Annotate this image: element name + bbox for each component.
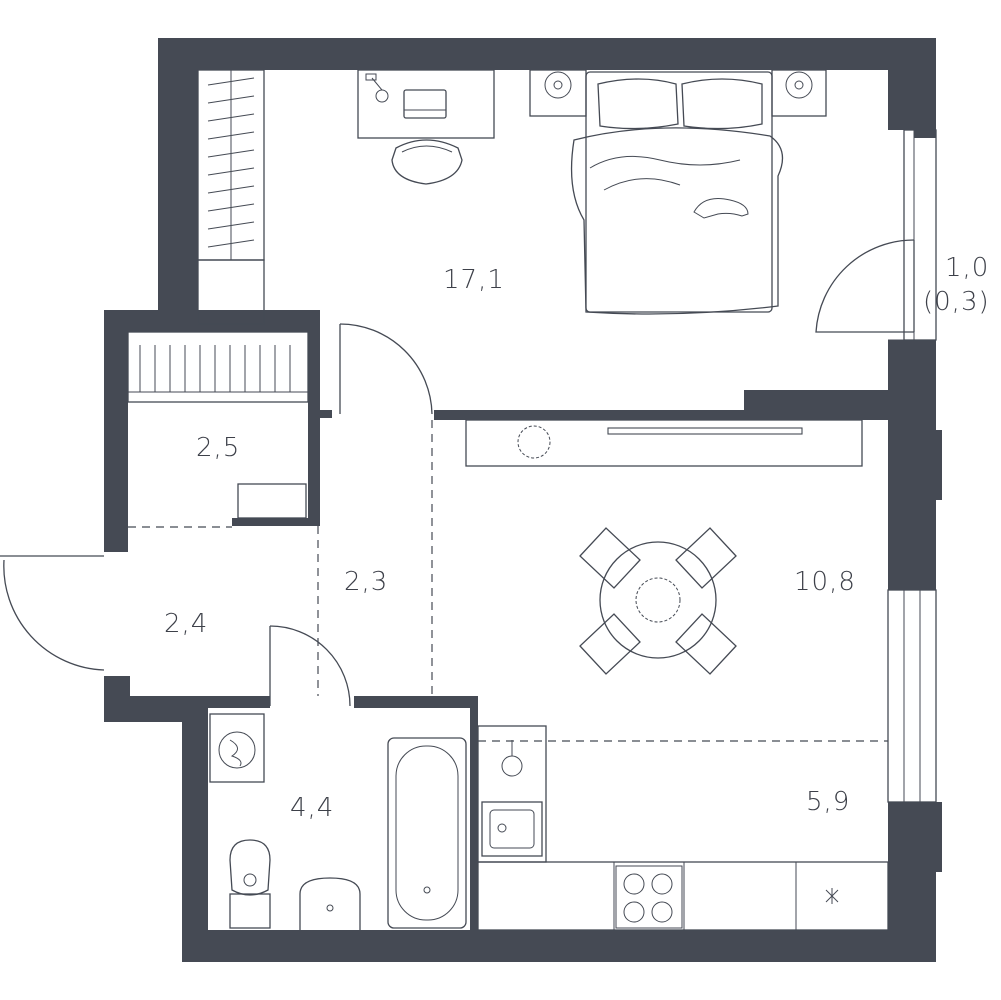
walls xyxy=(104,38,942,962)
plant-icon xyxy=(517,425,551,459)
wall-right-mid xyxy=(888,340,936,590)
wall-bathroom-top-right xyxy=(354,696,478,708)
wall-partition-thick xyxy=(744,390,890,420)
nightstand-icon xyxy=(771,69,827,117)
bedroom-door xyxy=(339,323,433,415)
kitchen-area: 5,9 xyxy=(806,787,850,817)
wardrobe-icon xyxy=(197,69,265,325)
cat-icon xyxy=(693,198,749,219)
tv-icon xyxy=(607,427,803,435)
bathroom-area: 4,4 xyxy=(290,793,334,823)
chair-icon xyxy=(579,613,641,675)
tv-stand xyxy=(465,419,863,467)
entrance-area: 2,4 xyxy=(164,609,208,639)
chair-icon xyxy=(579,527,641,589)
bedroom-area: 17,1 xyxy=(443,265,505,295)
bed-icon xyxy=(570,71,784,315)
corridor-area: 2,3 xyxy=(344,567,388,597)
doors xyxy=(0,239,915,707)
fridge-icon xyxy=(825,888,839,904)
wall-entrance-bottom-stub xyxy=(104,676,130,722)
wall-bedroom-left xyxy=(158,38,198,324)
kitchen-counter xyxy=(477,725,889,931)
zone-lines xyxy=(128,420,888,742)
wall-storage-door-stub xyxy=(320,410,332,418)
bathroom-door xyxy=(269,625,351,707)
wall-storage-left xyxy=(104,310,128,552)
storage-rack xyxy=(127,331,309,403)
desk-icon xyxy=(357,69,495,139)
dining-table-icon xyxy=(579,527,737,675)
boiler-icon xyxy=(237,483,307,519)
wall-storage-bottom xyxy=(232,518,320,526)
living-area: 10,8 xyxy=(794,567,856,597)
wall-bathroom-top-left xyxy=(182,696,270,708)
sink-icon xyxy=(481,801,543,857)
washing-machine-icon xyxy=(209,713,265,783)
wall-bathroom-right xyxy=(470,696,478,962)
wall-storage-right xyxy=(308,322,320,526)
stove-icon xyxy=(615,865,683,929)
office-chair-icon xyxy=(391,139,463,185)
entrance-door xyxy=(0,555,105,671)
wall-right-mid-pier xyxy=(930,430,942,500)
area-labels: 17,1 1,0 (0,3) 2,5 2,3 2,4 10,8 5,9 4,4 xyxy=(164,253,990,823)
nightstand-icon xyxy=(529,69,587,117)
toilet-icon xyxy=(229,839,271,929)
wall-storage-top xyxy=(104,310,320,332)
storage-area: 2,5 xyxy=(196,433,240,463)
chair-icon xyxy=(675,613,737,675)
wall-bottom xyxy=(182,930,936,962)
wall-bathroom-left xyxy=(182,696,208,962)
balcony-area-reduced: (0,3) xyxy=(923,287,990,317)
washbasin-icon xyxy=(299,877,361,930)
balcony-door xyxy=(815,239,915,333)
bathtub-icon xyxy=(387,737,467,929)
wall-right-top-pier xyxy=(914,38,936,138)
balcony-area: 1,0 xyxy=(945,253,989,283)
wall-partition xyxy=(434,410,890,420)
faucet-icon xyxy=(501,740,523,777)
chair-icon xyxy=(675,527,737,589)
wall-right-low-pier xyxy=(930,802,942,872)
window-living xyxy=(887,589,937,803)
wall-top xyxy=(158,38,936,70)
